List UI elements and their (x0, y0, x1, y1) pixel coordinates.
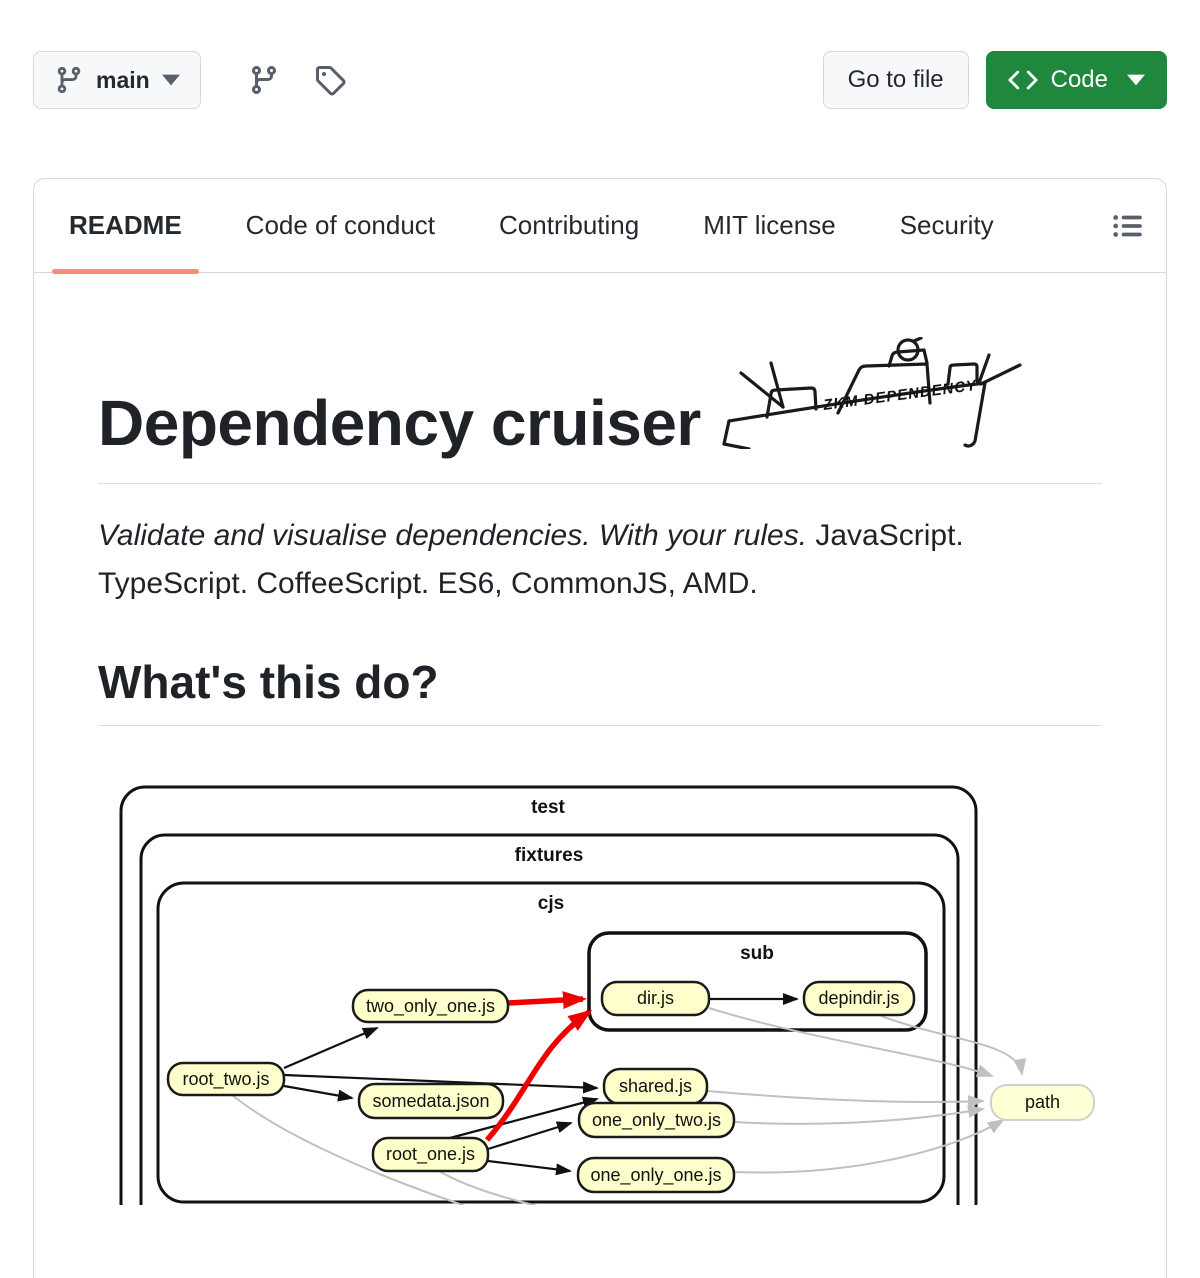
tagline-rest: JavaScript. TypeScript. CoffeeScript. ES… (98, 519, 964, 600)
cluster-fixtures-label: fixtures (515, 845, 584, 866)
active-tab-underline (52, 268, 199, 274)
svg-text:dir.js: dir.js (637, 988, 674, 1008)
node-somedata (357, 1082, 505, 1120)
svg-text:somedata.json: somedata.json (372, 1091, 489, 1111)
branch-tag-links (247, 63, 347, 97)
page-title: Dependency cruiser (98, 387, 701, 459)
node-root-two (166, 1061, 286, 1097)
cluster-sub-label: sub (740, 943, 774, 964)
code-icon (1008, 65, 1038, 95)
branch-selector-button[interactable]: main (33, 51, 201, 109)
tagline: Validate and visualise dependencies. Wit… (98, 512, 1104, 608)
tab-mit-license-label: MIT license (703, 210, 836, 240)
node-one-only-one (576, 1156, 736, 1194)
repo-action-bar: main Go to file Code (33, 51, 1167, 109)
edges-black (283, 993, 799, 1176)
tab-contributing[interactable]: Contributing (480, 179, 658, 273)
git-branch-icon (54, 65, 84, 95)
svg-text:root_one.js: root_one.js (386, 1144, 475, 1165)
svg-text:one_only_one.js: one_only_one.js (590, 1165, 721, 1186)
svg-text:root_two.js: root_two.js (182, 1069, 269, 1090)
tab-code-of-conduct[interactable]: Code of conduct (227, 179, 454, 273)
tab-security[interactable]: Security (881, 179, 1013, 273)
tab-readme[interactable]: README (50, 179, 201, 274)
tab-security-label: Security (899, 210, 994, 240)
cluster-test (119, 785, 978, 1205)
ship-hull-text: ZKM DEPENDENCY (821, 377, 979, 414)
chevron-down-icon (161, 74, 180, 86)
svg-text:depindir.js: depindir.js (818, 988, 899, 1008)
edges-violation (484, 991, 593, 1142)
outline-button[interactable] (1106, 204, 1150, 248)
dependency-graph: test fixtures cjs sub (119, 785, 1095, 1205)
code-button[interactable]: Code (985, 51, 1167, 109)
node-path (990, 1084, 1095, 1121)
code-button-label: Code (1050, 66, 1108, 93)
node-root-one (371, 1136, 490, 1173)
tab-contributing-label: Contributing (499, 210, 640, 240)
svg-text:shared.js: shared.js (619, 1076, 692, 1096)
go-to-file-button[interactable]: Go to file (822, 51, 969, 109)
section-heading: What's this do? (98, 656, 1102, 726)
svg-text:one_only_two.js: one_only_two.js (592, 1110, 721, 1131)
node-two-only-one (351, 988, 510, 1024)
tab-code-of-conduct-label: Code of conduct (245, 210, 436, 240)
svg-text:path: path (1025, 1092, 1060, 1112)
tags-icon-link[interactable] (313, 63, 347, 97)
list-unordered-icon (1111, 209, 1145, 243)
edges-grey (231, 1007, 1027, 1205)
readme-title-heading: Dependency cruiser (98, 337, 1102, 484)
readme-content: Dependency cruiser (34, 273, 1166, 1205)
diagram-nodes (166, 980, 1095, 1194)
tab-mit-license[interactable]: MIT license (684, 179, 854, 273)
branches-icon-link[interactable] (247, 63, 281, 97)
svg-text:two_only_one.js: two_only_one.js (366, 996, 495, 1017)
cluster-test-label: test (531, 797, 565, 818)
cluster-cjs-label: cjs (538, 893, 564, 914)
cluster-sub (587, 931, 928, 1032)
diagram-node-labels: two_only_one.js root_two.js somedata.jso… (182, 988, 1060, 1186)
tagline-emphasis: Validate and visualise dependencies. Wit… (98, 519, 808, 552)
node-dir (600, 980, 711, 1017)
current-branch-label: main (96, 66, 150, 93)
code-chevron-down-icon (1127, 74, 1145, 86)
node-one-only-two (577, 1101, 736, 1139)
go-to-file-label: Go to file (847, 66, 944, 93)
node-depindir (802, 980, 916, 1017)
cluster-fixtures (139, 833, 960, 1205)
readme-card: README Code of conduct Contributing MIT … (33, 178, 1167, 1278)
readme-tab-bar: README Code of conduct Contributing MIT … (34, 179, 1166, 274)
tab-readme-label: README (69, 210, 182, 240)
cluster-cjs (156, 881, 946, 1204)
ship-illustration: ZKM DEPENDENCY (722, 337, 1022, 449)
